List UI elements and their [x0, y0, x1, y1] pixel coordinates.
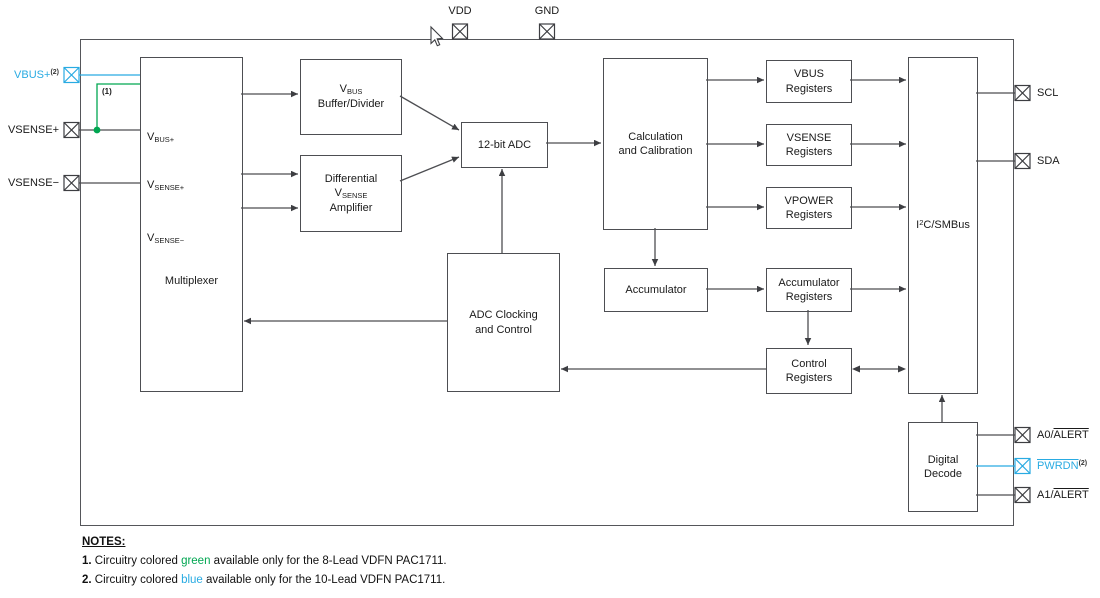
notes-section: NOTES: 1. Circuitry colored green availa… — [82, 536, 447, 593]
vsense-reg-line1: VSENSE — [786, 131, 832, 144]
mux-input-vsense-minus: VSENSE− — [147, 232, 185, 245]
note-2: 2. Circuitry colored blue available only… — [82, 574, 446, 586]
block-adc-clocking-control: ADC Clocking and Control — [447, 253, 560, 392]
block-12bit-adc: 12-bit ADC — [461, 122, 548, 168]
pin-sda-label: SDA — [1037, 155, 1060, 167]
calc-line1: Calculation — [628, 130, 683, 143]
pin-vbus-plus-symbol — [63, 66, 80, 84]
accumulator-label: Accumulator — [625, 283, 687, 296]
vbus-reg-line2: Registers — [785, 82, 833, 95]
vsense-reg-line2: Registers — [785, 146, 833, 158]
pin-vsense-minus-symbol — [63, 174, 80, 192]
mux-input-vsense-plus: VSENSE+ — [147, 179, 185, 192]
block-accumulator: Accumulator — [604, 268, 708, 312]
block-control-registers: Control Registers — [766, 348, 852, 394]
digital-decode-line1: Digital — [927, 453, 959, 466]
vbus-buffer-line1: VBUS — [339, 83, 363, 97]
pin-sda-symbol — [1014, 152, 1031, 170]
mux-label: Multiplexer — [164, 275, 219, 287]
pin-pwrdn-symbol — [1014, 457, 1031, 475]
ctrl-reg-line2: Registers — [785, 372, 833, 384]
diff-amp-line3: Amplifier — [329, 201, 373, 214]
pin-a0-alert-label: A0/ALERT — [1037, 429, 1089, 441]
vpower-reg-line1: VPOWER — [784, 194, 834, 207]
vpower-reg-line2: Registers — [785, 209, 833, 221]
pin-vbus-plus-label: VBUS+(2) — [14, 69, 59, 81]
block-vbus-registers: VBUS Registers — [766, 60, 852, 103]
pin-vdd-label: VDD — [448, 5, 472, 17]
notes-heading: NOTES: — [82, 536, 126, 548]
digital-decode-line2: Decode — [924, 468, 962, 480]
wire-note-1: (1) — [102, 87, 112, 96]
calc-line2: and Calibration — [618, 145, 693, 157]
note-1: 1. Circuitry colored green available onl… — [82, 555, 447, 567]
pin-gnd-symbol — [538, 23, 556, 40]
pin-pwrdn-label: PWRDN(2) — [1037, 460, 1088, 472]
diff-amp-line1: Differential — [324, 172, 378, 185]
block-vbus-buffer-divider: VBUS Buffer/Divider — [300, 59, 402, 135]
pin-a0-alert-symbol — [1014, 426, 1031, 444]
diff-amp-line2: VSENSE — [334, 187, 368, 201]
block-multiplexer: VBUS+ VSENSE+ VSENSE− Multiplexer — [140, 57, 243, 392]
block-vpower-registers: VPOWER Registers — [766, 187, 852, 229]
block-accumulator-registers: Accumulator Registers — [766, 268, 852, 312]
pin-vsense-plus-symbol — [63, 121, 80, 139]
pin-scl-symbol — [1014, 84, 1031, 102]
block-digital-decode: Digital Decode — [908, 422, 978, 512]
mux-input-vbus: VBUS+ — [147, 131, 175, 144]
block-i2c-smbus: I2C/SMBus — [908, 57, 978, 394]
adc-label: 12-bit ADC — [477, 138, 532, 151]
block-vsense-registers: VSENSE Registers — [766, 124, 852, 166]
adc-clock-line2: and Control — [475, 323, 532, 336]
acc-reg-line1: Accumulator — [778, 276, 840, 289]
pin-gnd-label: GND — [534, 5, 560, 17]
pin-vsense-minus-label: VSENSE− — [7, 177, 59, 189]
i2c-label: I2C/SMBus — [916, 218, 970, 232]
vbus-reg-line1: VBUS — [794, 68, 824, 81]
vbus-buffer-line2: Buffer/Divider — [317, 98, 385, 111]
acc-reg-line2: Registers — [785, 291, 833, 303]
adc-clock-line1: ADC Clocking — [469, 309, 538, 322]
pin-vsense-plus-label: VSENSE+ — [7, 124, 59, 136]
pin-a1-alert-label: A1/ALERT — [1037, 489, 1089, 501]
block-diff-vsense-amplifier: Differential VSENSE Amplifier — [300, 155, 402, 232]
block-calculation-calibration: Calculation and Calibration — [603, 58, 708, 230]
pin-scl-label: SCL — [1037, 87, 1059, 99]
ctrl-reg-line1: Control — [791, 357, 827, 370]
pin-vdd-symbol — [451, 23, 469, 40]
pin-a1-alert-symbol — [1014, 486, 1031, 504]
